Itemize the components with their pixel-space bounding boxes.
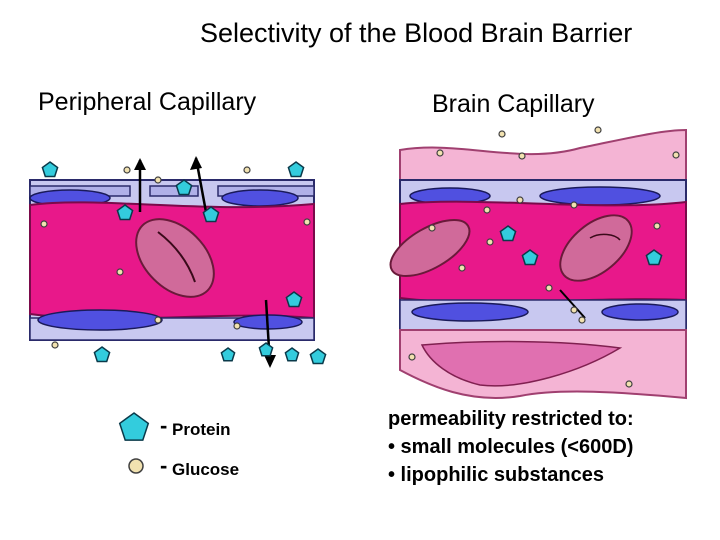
permeability-heading: permeability restricted to: [388,408,634,430]
glucose-dot [545,284,553,292]
legend-protein-pentagon-icon [118,412,150,441]
brain-capillary-label: Brain Capillary [432,90,595,118]
glucose-dot [498,130,506,138]
permeability-item: • lipophilic substances [388,464,604,486]
red-blood-cell [135,218,215,298]
protein-pentagon [175,179,193,196]
page-title: Selectivity of the Blood Brain Barrier [200,18,633,48]
protein-molecules [41,161,663,365]
legend-protein-dash: - [160,413,168,438]
protein-pentagon [258,342,274,357]
red-blood-cell [559,214,633,282]
glucose-dot [518,152,526,160]
glucose-dot [428,224,436,232]
brain-capillary [389,128,687,400]
glucose-dot [51,341,59,349]
glucose-dot [486,238,494,246]
glucose-dot [570,201,578,209]
glucose-dot [243,166,251,174]
glucose-dot [154,176,162,184]
protein-pentagon [521,249,539,266]
glucose-dot [303,218,311,226]
protein-pentagon [202,206,220,223]
endothelial-nucleus [539,186,661,206]
tight-junction [559,289,586,319]
glucose-dot [672,151,680,159]
protein-pentagon [220,347,236,362]
protein-pentagon [93,346,111,363]
red-blood-cell [389,219,471,277]
glucose-dot [516,196,524,204]
protein-pentagon [41,161,59,178]
glucose-dot [40,220,48,228]
legend-glucose-dash: - [160,453,168,478]
glucose-dot [578,316,586,324]
glucose-dot [653,222,661,230]
permeability-note: permeability restricted to: • small mole… [388,405,634,489]
glucose-dot [483,206,491,214]
glucose-dot [408,353,416,361]
glucose-dot [594,126,602,134]
protein-pentagon [645,249,663,266]
protein-pentagon [309,348,327,365]
glucose-dot [233,322,241,330]
legend-protein-label: Protein [172,420,231,439]
glucose-molecules [40,126,680,388]
glucose-dot [123,166,131,174]
endothelial-nucleus [411,302,529,322]
glucose-dot [154,316,162,324]
endothelial-nucleus [221,189,299,207]
glucose-dot [570,306,578,314]
glucose-dot [625,380,633,388]
peripheral-capillary-label: Peripheral Capillary [38,88,257,116]
endothelial-nucleus [601,303,679,321]
endothelial-nucleus [37,309,163,331]
glucose-dot [458,264,466,272]
astrocyte-endfoot [399,128,687,184]
glucose-dot [116,268,124,276]
peripheral-capillary [29,156,315,368]
protein-pentagon [287,161,305,178]
legend-glucose-label: Glucose [172,460,240,479]
protein-pentagon [285,291,303,308]
glucose-dot [436,149,444,157]
permeability-item: • small molecules (<600D) [388,436,634,458]
protein-pentagon [284,347,300,362]
protein-pentagon [116,204,134,221]
legend-glucose-circle-icon [128,458,144,474]
protein-pentagon [499,225,517,242]
